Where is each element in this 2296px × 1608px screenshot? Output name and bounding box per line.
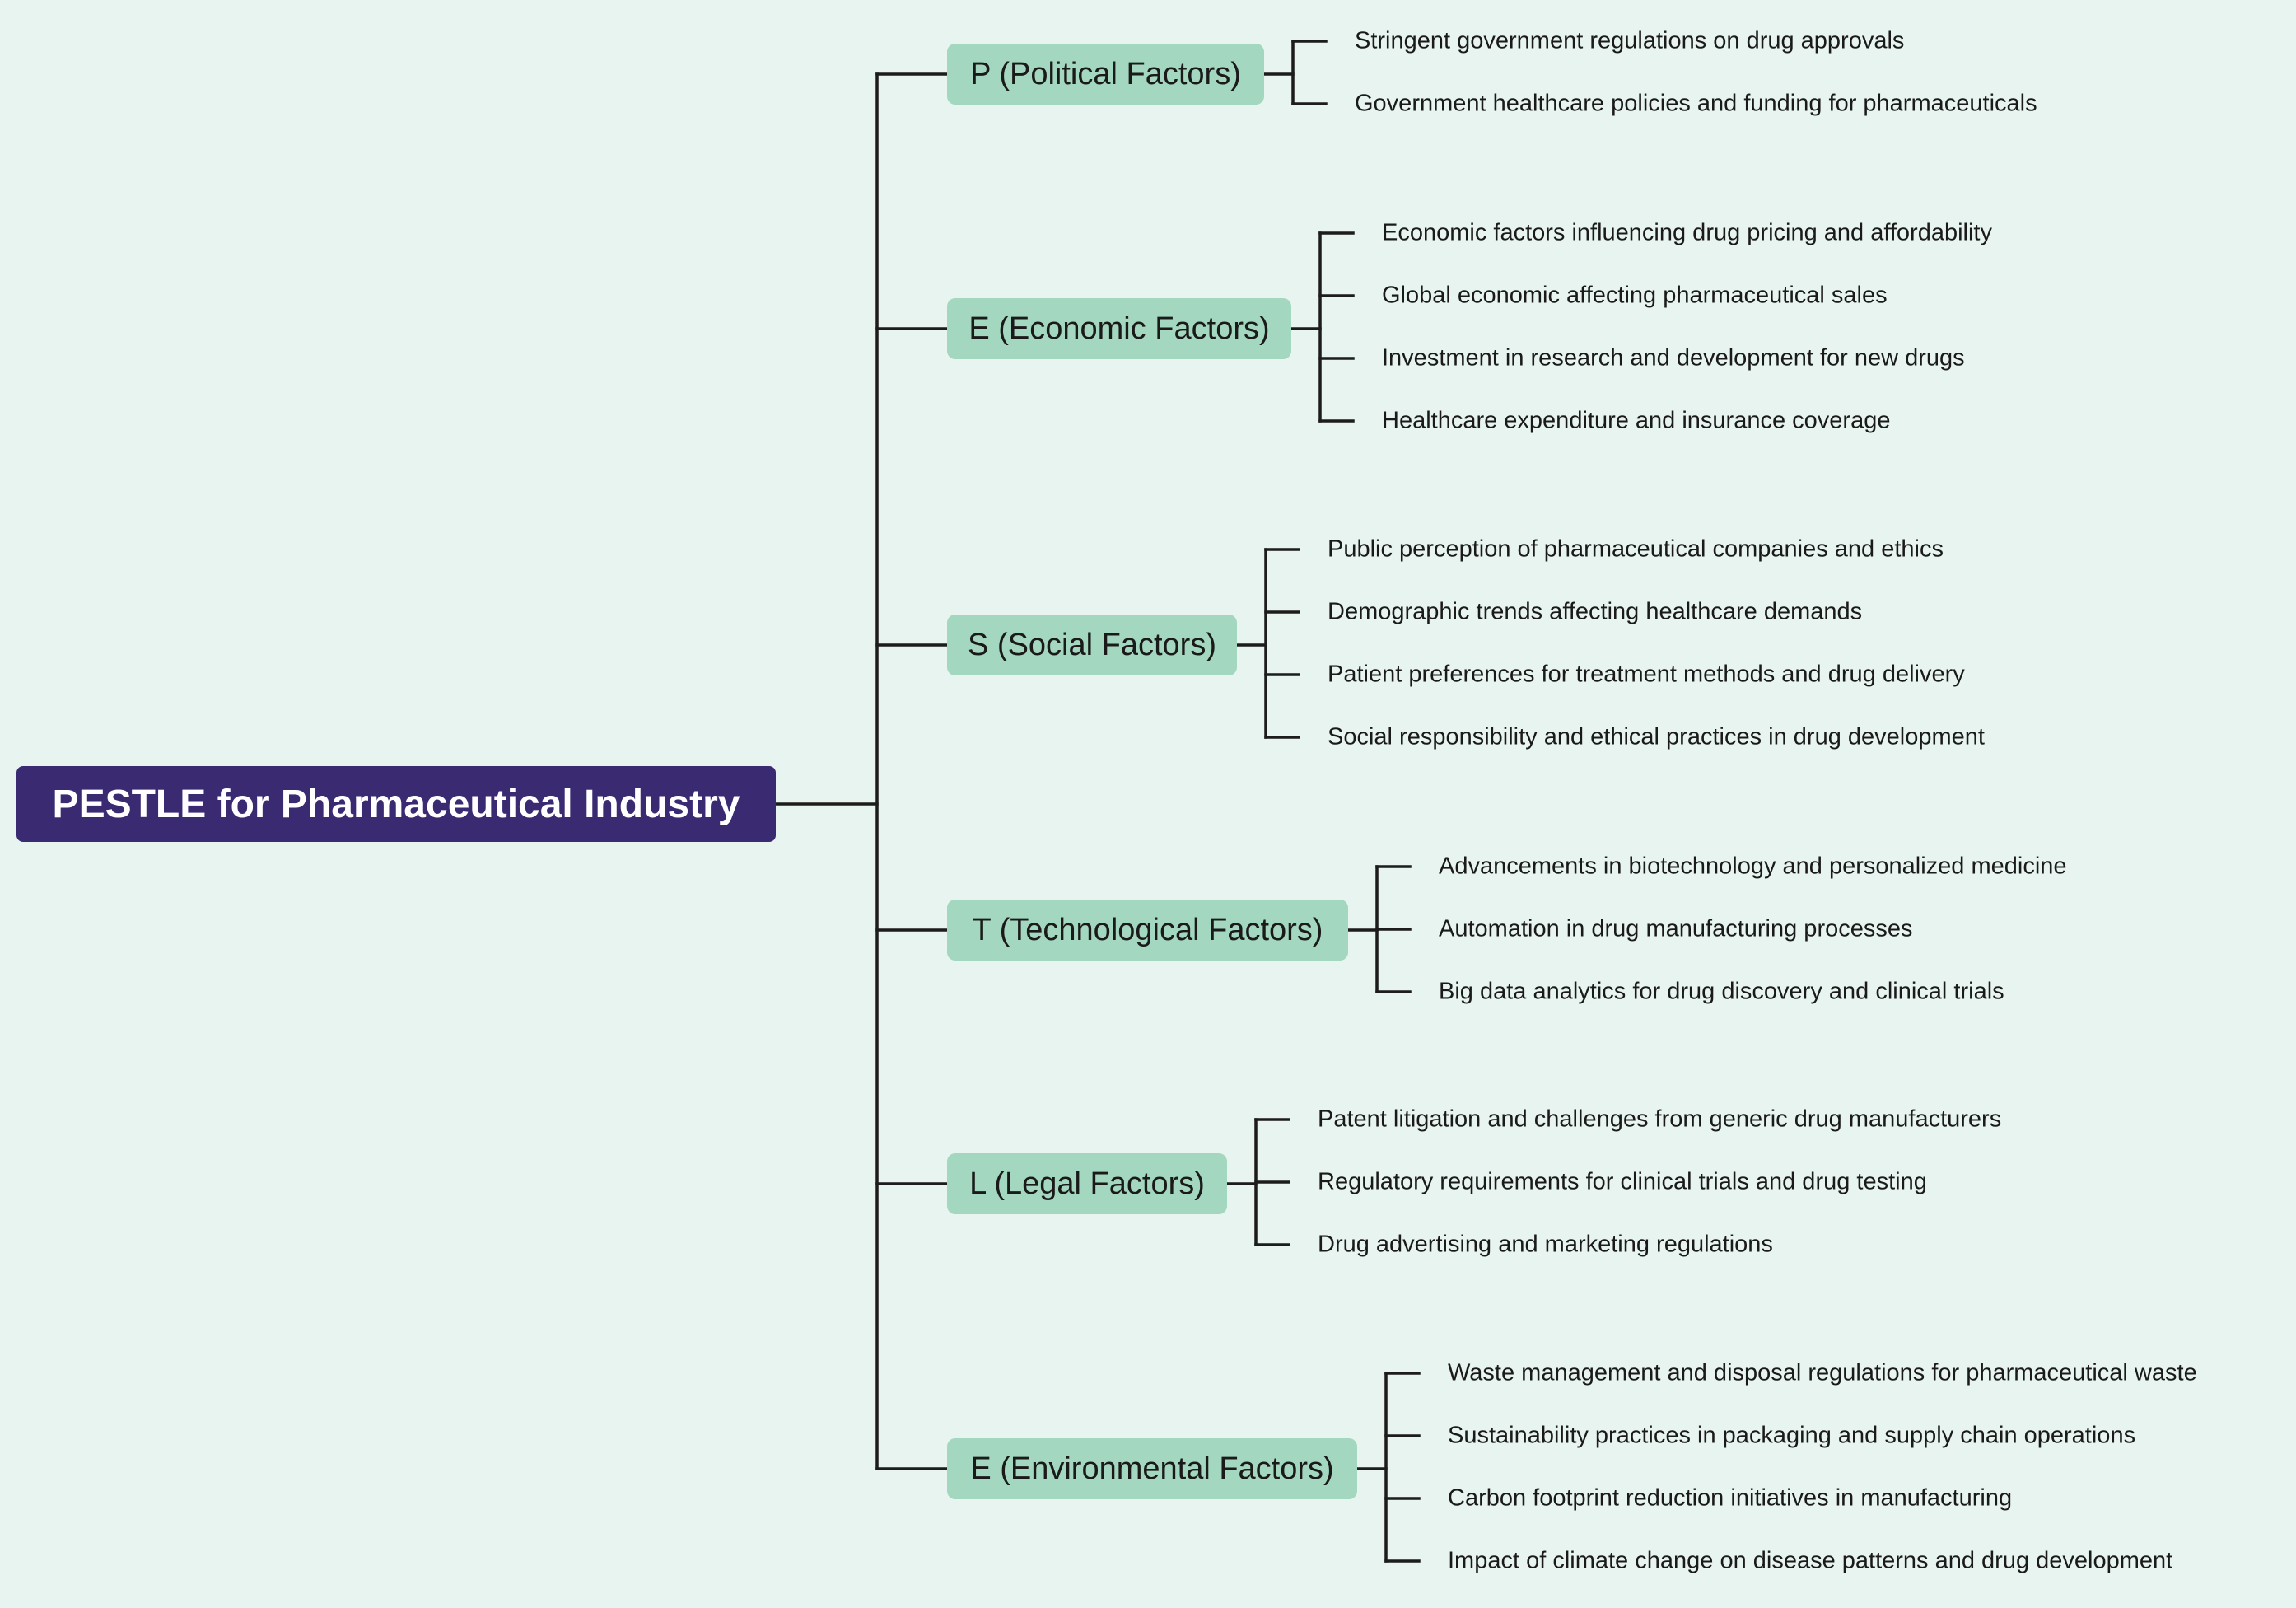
subtopic-item[interactable]: Demographic trends affecting healthcare … (1328, 598, 1863, 625)
subtopic-item[interactable]: Public perception of pharmaceutical comp… (1328, 535, 1944, 563)
branch-topic[interactable]: E (Environmental Factors) (947, 1438, 1357, 1499)
subtopic-item[interactable]: Drug advertising and marketing regulatio… (1318, 1231, 1773, 1258)
branch-topic[interactable]: E (Economic Factors) (947, 298, 1291, 359)
subtopic-item[interactable]: Big data analytics for drug discovery an… (1439, 978, 2004, 1005)
subtopic-item[interactable]: Patient preferences for treatment method… (1328, 661, 1965, 688)
subtopic-item[interactable]: Social responsibility and ethical practi… (1328, 723, 1985, 750)
branch-topic[interactable]: P (Political Factors) (947, 44, 1264, 105)
subtopic-item[interactable]: Sustainability practices in packaging an… (1448, 1422, 2136, 1449)
subtopic-item[interactable]: Advancements in biotechnology and person… (1439, 853, 2067, 880)
subtopic-item[interactable]: Stringent government regulations on drug… (1355, 27, 1905, 54)
subtopic-item[interactable]: Carbon footprint reduction initiatives i… (1448, 1484, 2013, 1512)
subtopic-item[interactable]: Government healthcare policies and fundi… (1355, 90, 2037, 117)
branch-topic[interactable]: S (Social Factors) (947, 615, 1237, 675)
branch-topic[interactable]: T (Technological Factors) (947, 900, 1348, 961)
branch-topic[interactable]: L (Legal Factors) (947, 1153, 1227, 1214)
subtopic-item[interactable]: Investment in research and development f… (1382, 344, 1965, 372)
subtopic-item[interactable]: Patent litigation and challenges from ge… (1318, 1106, 2002, 1133)
subtopic-item[interactable]: Global economic affecting pharmaceutical… (1382, 282, 1888, 309)
subtopic-item[interactable]: Regulatory requirements for clinical tri… (1318, 1168, 1927, 1195)
subtopic-item[interactable]: Impact of climate change on disease patt… (1448, 1547, 2173, 1574)
subtopic-item[interactable]: Healthcare expenditure and insurance cov… (1382, 407, 1891, 434)
subtopic-item[interactable]: Automation in drug manufacturing process… (1439, 915, 1913, 942)
root-topic[interactable]: PESTLE for Pharmaceutical Industry (16, 766, 776, 842)
subtopic-item[interactable]: Waste management and disposal regulation… (1448, 1359, 2197, 1386)
subtopic-item[interactable]: Economic factors influencing drug pricin… (1382, 219, 1992, 246)
